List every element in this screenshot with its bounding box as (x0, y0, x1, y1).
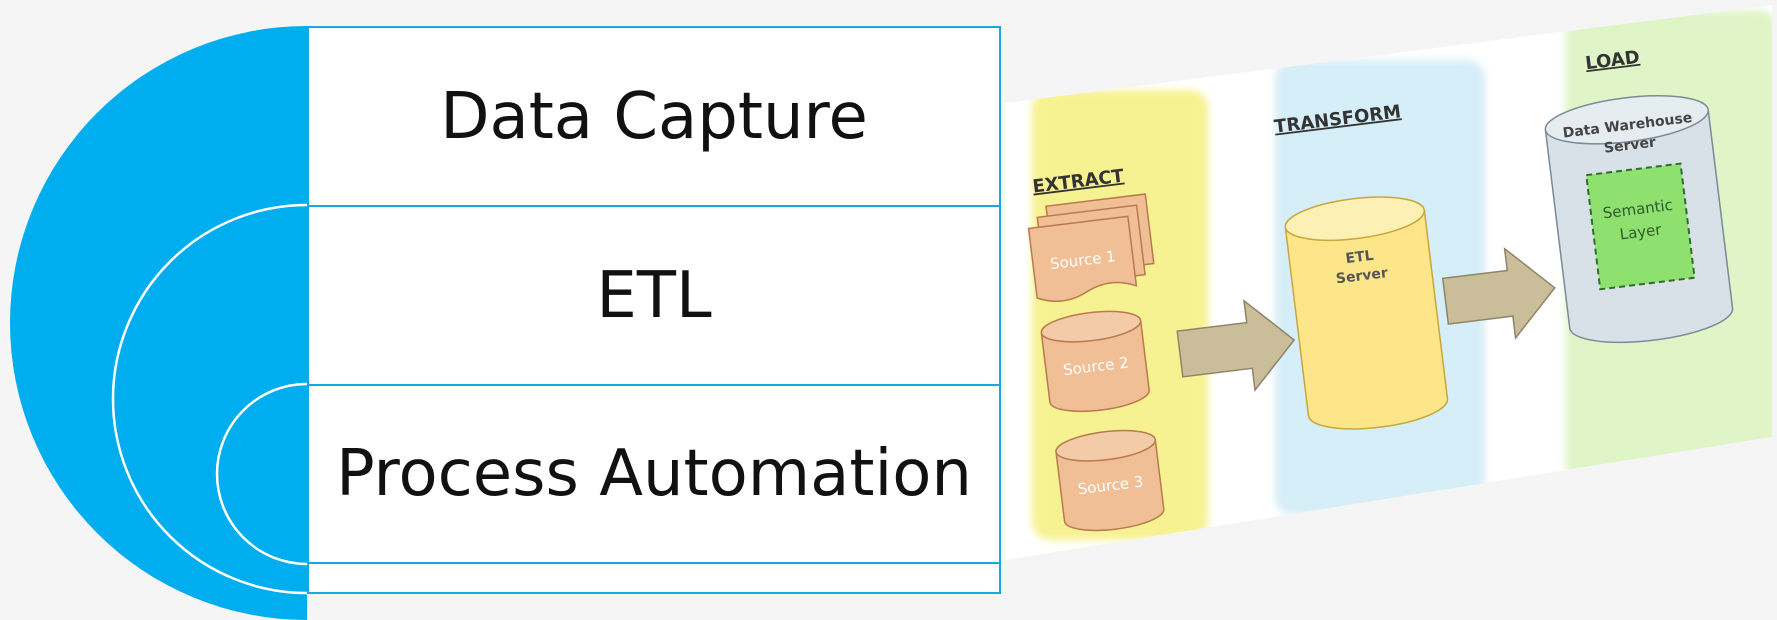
source-3-icon: Source 3 (1055, 429, 1165, 532)
box-etl[interactable]: ETL (307, 205, 1001, 386)
etl-server-icon: ETL Server (1284, 196, 1449, 430)
box-partial[interactable] (307, 562, 1001, 594)
etl-server-label-line1: ETL (1345, 248, 1375, 267)
box-label: Process Automation (336, 437, 972, 511)
data-warehouse-icon: Data Warehouse Server Semantic Layer (1544, 95, 1734, 344)
box-label: ETL (596, 258, 712, 333)
concentric-arcs (10, 26, 308, 620)
source-2-icon: Source 2 (1040, 310, 1150, 413)
inner-arc (215, 382, 308, 566)
box-data-capture[interactable]: Data Capture (307, 26, 1001, 207)
middle-arc (111, 203, 308, 595)
etl-server-label-line2: Server (1335, 265, 1389, 287)
box-label: Data Capture (440, 79, 868, 154)
box-process-automation[interactable]: Process Automation (307, 384, 1001, 564)
arrow-extract-to-transform-icon (1176, 299, 1296, 393)
arrow-transform-to-load-icon (1441, 246, 1556, 340)
semantic-layer-line2: Layer (1619, 220, 1664, 243)
outer-arc (10, 26, 307, 620)
semantic-layer-box (1585, 162, 1696, 291)
warehouse-label-line2: Server (1603, 134, 1657, 156)
etl-diagram: EXTRACT TRANSFORM LOAD Source 1 Source 2… (1005, 5, 1772, 560)
source-1-icon: Source 1 (1027, 193, 1155, 303)
left-panel: Data Capture ETL Process Automation (10, 26, 1001, 620)
